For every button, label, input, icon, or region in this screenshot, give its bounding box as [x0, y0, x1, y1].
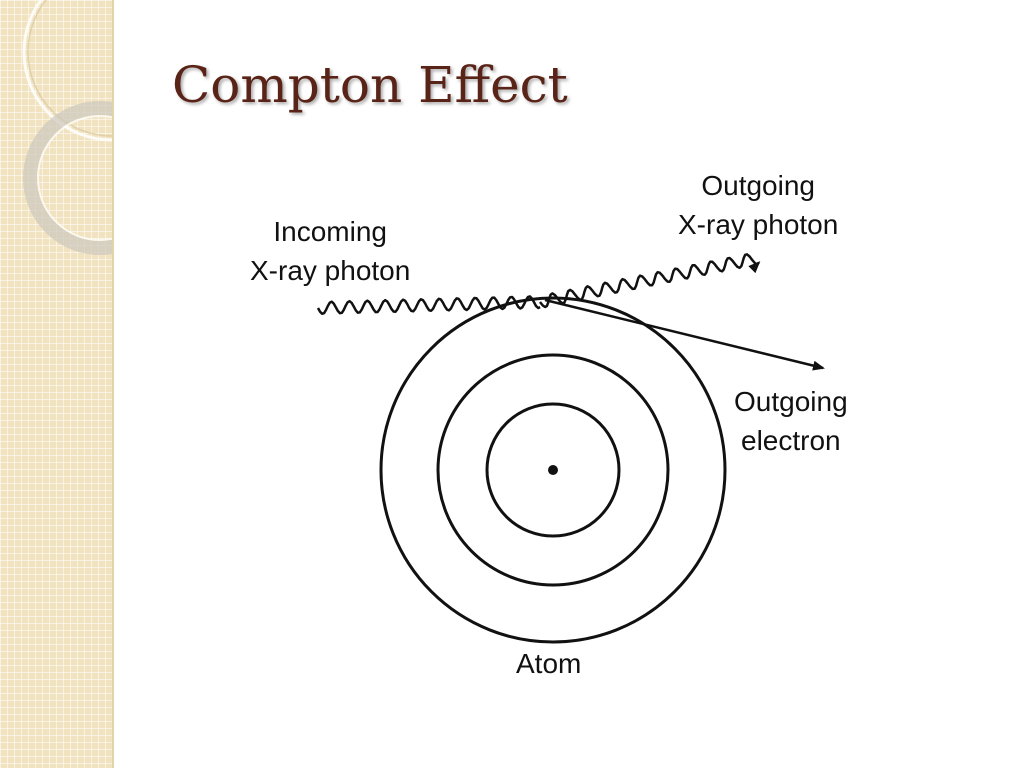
atom-inner-shell	[485, 402, 621, 538]
outgoing-electron-label: Outgoing electron	[734, 382, 848, 460]
outgoing-electron-label-line2: electron	[741, 425, 841, 456]
outgoing-electron-label-line1: Outgoing	[734, 386, 848, 417]
diagram-graphic	[316, 253, 825, 644]
compton-diagram: Incoming X-ray photon Outgoing X-ray pho…	[240, 150, 920, 710]
decorative-sidebar	[0, 0, 114, 768]
sidebar-edge	[112, 0, 114, 768]
outgoing-photon-wave	[539, 253, 761, 309]
atom-nucleus	[548, 465, 558, 475]
outgoing-photon-label-line1: Outgoing	[701, 170, 815, 201]
atom-label: Atom	[516, 648, 582, 679]
incoming-photon-wave	[316, 295, 541, 316]
atom-middle-shell	[436, 353, 670, 587]
outgoing-photon-label-line2: X-ray photon	[678, 209, 839, 240]
decorative-rings	[22, 0, 114, 255]
incoming-photon-label: Incoming X-ray photon	[250, 212, 410, 290]
slide-title: Compton Effect	[172, 56, 568, 114]
outgoing-electron-arrow	[544, 298, 825, 371]
atom-outer-shell	[379, 296, 727, 644]
outgoing-photon-label: Outgoing X-ray photon	[678, 166, 838, 244]
incoming-label-line1: Incoming	[273, 216, 387, 247]
incoming-label-line2: X-ray photon	[250, 255, 411, 286]
